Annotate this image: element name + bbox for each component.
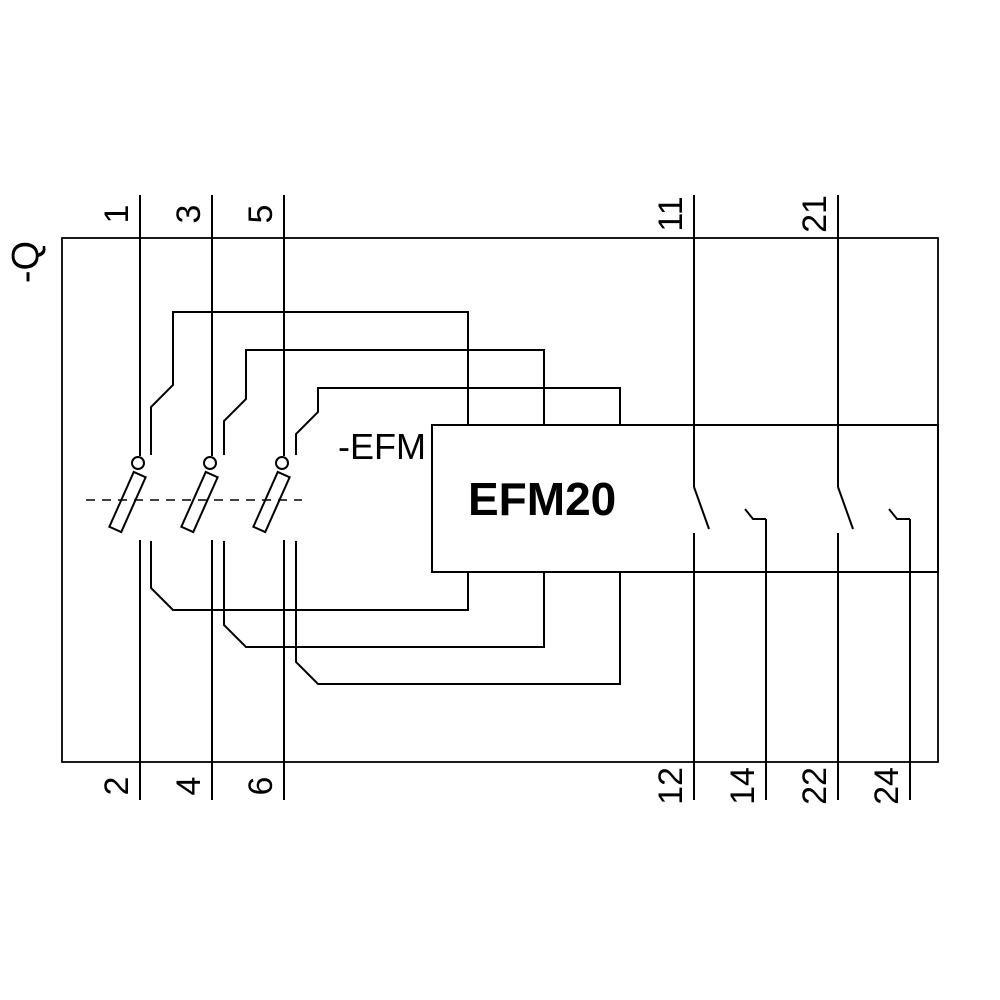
top-terminal-labels: 1 3 5 11 21: [98, 195, 834, 233]
terminal-label-14: 14: [724, 767, 762, 805]
pole1-contact-pivot: [131, 456, 145, 470]
efm20-module-name: EFM20: [468, 473, 616, 525]
terminal-label-11: 11: [652, 196, 690, 231]
terminal-label-3: 3: [170, 205, 208, 224]
terminal-label-22: 22: [796, 767, 834, 805]
aux11-contact-blade: [693, 486, 710, 530]
sensor-loop-3: [295, 387, 621, 685]
pole3-breaker-blade: [252, 470, 291, 534]
terminal-label-1: 1: [98, 205, 136, 224]
terminal-label-4: 4: [170, 777, 208, 796]
pole2-breaker-blade: [180, 470, 219, 534]
sensor-loop-2: [223, 349, 545, 648]
main-pole-2: [180, 195, 219, 800]
pole3-contact-pivot: [275, 456, 289, 470]
terminal-label-24: 24: [868, 767, 906, 805]
aux-contact-11-12-14: [693, 195, 767, 800]
pole1-breaker-blade: [108, 470, 147, 534]
pole2-contact-pivot: [203, 456, 217, 470]
main-pole-1: [108, 195, 147, 800]
efm-designation-label: -EFM: [338, 426, 426, 467]
aux14-terminal-hook: [744, 508, 766, 520]
terminal-label-6: 6: [242, 777, 280, 796]
terminal-label-2: 2: [98, 777, 136, 796]
device-designation-label: -Q: [5, 241, 47, 283]
main-pole-3: [252, 195, 291, 800]
terminal-label-5: 5: [242, 205, 280, 224]
aux-contact-21-22-24: [837, 195, 911, 800]
terminal-label-21: 21: [796, 195, 834, 233]
bottom-terminal-labels: 2 4 6 12 14 22 24: [98, 767, 906, 805]
terminal-label-12: 12: [652, 767, 690, 805]
efm20-module-box: [431, 424, 939, 573]
aux21-contact-blade: [837, 486, 854, 530]
aux24-terminal-hook: [888, 508, 910, 520]
sensor-loop-1: [150, 311, 469, 611]
sensor-loops: [150, 311, 621, 685]
